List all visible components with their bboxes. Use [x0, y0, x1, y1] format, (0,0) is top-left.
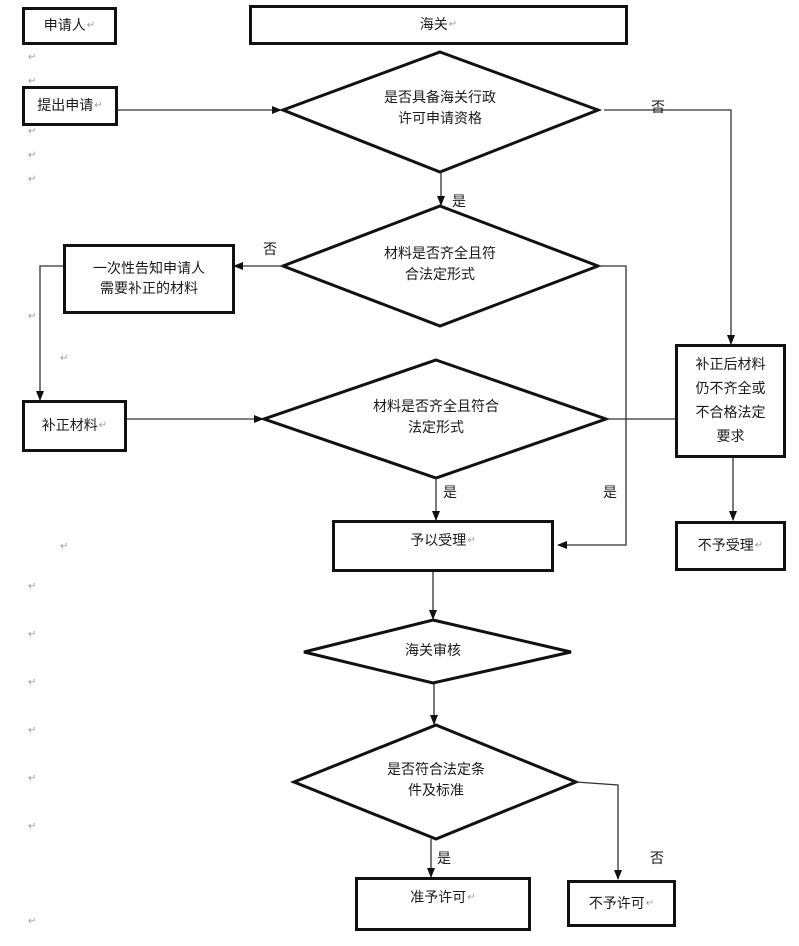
paragraph-mark-icon: ↵ — [28, 916, 37, 927]
decision-qualification-shape — [278, 50, 603, 174]
edge-label-conditions-yes: 是 — [437, 851, 451, 867]
paragraph-mark-icon: ↵ — [60, 353, 69, 364]
node-grant: 准予许可↵ — [355, 877, 531, 931]
node-accept: 予以受理↵ — [332, 520, 554, 572]
paragraph-mark-icon: ↵ — [28, 821, 37, 832]
paragraph-mark-icon: ↵ — [645, 897, 655, 909]
node-reject-accept: 不予受理↵ — [675, 521, 786, 571]
paragraph-mark-icon: ↵ — [94, 100, 103, 111]
paragraph-mark-icon: ↵ — [754, 540, 764, 551]
paragraph-mark-icon: ↵ — [98, 420, 108, 431]
node-still-incomplete: 补正后材料 仍不齐全或 不合格法定 要求 — [675, 344, 786, 458]
paragraph-mark-icon: ↵ — [448, 19, 458, 30]
edge-materials1-yes — [557, 265, 627, 549]
node-submit-label: 提出申请 — [37, 98, 94, 114]
paragraph-mark-icon: ↵ — [467, 535, 476, 546]
node-grant-label: 准予许可 — [410, 890, 467, 906]
edge-label-conditions-no: 否 — [650, 851, 664, 867]
node-notify: 一次性告知申请人 需要补正的材料 — [63, 244, 235, 314]
decision-conditions-shape — [289, 723, 580, 841]
edge-label-materials1-yes: 是 — [603, 485, 617, 501]
node-notify-label: 一次性告知申请人 需要补正的材料 — [93, 261, 205, 297]
node-submit: 提出申请↵ — [22, 86, 118, 126]
node-reject-accept-label: 不予受理 — [697, 538, 754, 554]
paragraph-mark-icon: ↵ — [28, 773, 37, 784]
node-supplement-label: 补正材料 — [41, 418, 98, 434]
node-deny: 不予许可↵ — [567, 880, 676, 927]
decision-materials-2-label: 材料是否齐全且符合 法定形式 — [373, 399, 499, 436]
decision-materials-1-label: 材料是否齐全且符 合法定形式 — [384, 246, 496, 283]
paragraph-mark-icon: ↵ — [28, 174, 37, 185]
edge-label-materials1-no: 否 — [263, 242, 277, 258]
edge-label-qualification-yes: 是 — [452, 194, 466, 210]
paragraph-mark-icon: ↵ — [28, 76, 37, 87]
edge-qualification-no — [604, 109, 735, 345]
edge-notify-to-supplement — [36, 265, 64, 401]
node-supplement: 补正材料↵ — [22, 400, 127, 452]
node-still-incomplete-label: 补正后材料 仍不齐全或 不合格法定 要求 — [695, 357, 766, 445]
paragraph-mark-icon: ↵ — [28, 311, 37, 322]
decision-conditions-label: 是否符合法定条 件及标准 — [387, 762, 485, 799]
paragraph-mark-icon: ↵ — [60, 541, 69, 552]
decision-review-shape — [303, 618, 572, 685]
node-deny-label: 不予许可 — [588, 895, 645, 912]
edge-label-qualification-no: 否 — [651, 100, 665, 116]
paragraph-mark-icon: ↵ — [467, 892, 476, 903]
lane-applicant: 申请人↵ — [22, 7, 117, 45]
edge-label-materials2-yes: 是 — [443, 485, 457, 501]
edge-conditions-no — [575, 781, 622, 880]
paragraph-mark-icon: ↵ — [28, 677, 37, 688]
paragraph-mark-icon: ↵ — [28, 150, 37, 161]
paragraph-mark-icon: ↵ — [28, 725, 37, 736]
decision-qualification-label: 是否具备海关行政 许可申请资格 — [384, 90, 496, 127]
decision-review-label: 海关审核 — [405, 643, 461, 659]
lane-customs-label: 海关 — [419, 17, 448, 33]
node-accept-label: 予以受理 — [410, 533, 467, 549]
paragraph-mark-icon: ↵ — [86, 20, 96, 31]
paragraph-mark-icon: ↵ — [28, 126, 37, 137]
paragraph-mark-icon: ↵ — [28, 52, 37, 63]
paragraph-mark-icon: ↵ — [28, 629, 37, 640]
paragraph-mark-icon: ↵ — [28, 581, 37, 592]
lane-applicant-label: 申请人 — [43, 18, 86, 34]
lane-customs: 海关↵ — [249, 5, 628, 45]
decision-materials-1-shape — [278, 204, 603, 328]
